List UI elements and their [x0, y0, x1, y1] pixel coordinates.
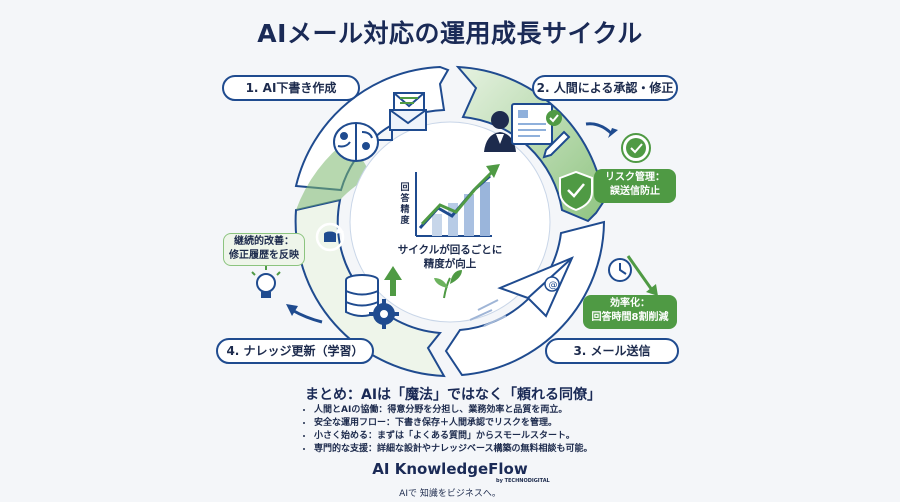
summary-item: 専門的な支援：詳細な設計やナレッジベース構築の無料相談も可能。 [314, 443, 593, 456]
down-arrow-icon [626, 255, 654, 291]
step-2-pill: 2. 人間による承認・修正 [532, 75, 678, 101]
brand-by: by TECHNODIGITAL [496, 478, 550, 484]
up-arrow-icon [384, 266, 402, 296]
summary-list: 人間とAIの協働：得意分野を分担し、業務効率と品質を両立。 安全な運用フロー：下… [298, 404, 593, 456]
step-4-pill: 4. ナレッジ更新（学習） [216, 338, 374, 364]
center-y-label: 回答精度 [400, 183, 410, 226]
check-circle-icon [621, 133, 651, 163]
brand-logo: AI KnowledgeFlow [372, 460, 528, 478]
growth-chart-icon [415, 164, 500, 237]
step-3-pill: 3. メール送信 [545, 338, 679, 364]
center-caption-line2: 精度が向上 [423, 258, 477, 270]
lightbulb-icon [251, 266, 281, 298]
improve-callout: 継続的改善： 修正履歴を反映 [223, 233, 305, 266]
clock-icon [608, 258, 632, 282]
summary-item: 小さく始める：まずは「よくある質問」からスモールスタート。 [314, 430, 593, 443]
shield-icon [559, 170, 593, 212]
sprout-icon [434, 270, 462, 299]
efficiency-callout-line2: 回答時間8割削減 [591, 312, 669, 323]
center-caption: サイクルが回るごとに 精度が向上 [380, 243, 520, 271]
risk-callout: リスク管理： 誤送信防止 [594, 169, 676, 203]
summary-heading: まとめ：AIは「魔法」ではなく「頼れる同僚」 [305, 387, 602, 403]
check-icon [546, 110, 562, 126]
person-icon [484, 111, 516, 152]
svg-text:@: @ [549, 281, 558, 291]
efficiency-callout: 効率化： 回答時間8割削減 [583, 295, 677, 329]
improve-callout-line2: 修正履歴を反映 [229, 250, 299, 261]
sync-icon [315, 222, 345, 252]
summary-item: 人間とAIの協働：得意分野を分担し、業務効率と品質を両立。 [314, 404, 593, 417]
envelope-icon [389, 92, 427, 131]
step-1-pill: 1. AI下書き作成 [222, 75, 360, 101]
database-icon [345, 274, 379, 317]
gear-icon [369, 299, 399, 329]
brand-tagline: AIで 知識をビジネスへ。 [399, 489, 501, 499]
brain-icon [333, 122, 398, 162]
paper-plane-icon: @ [469, 256, 574, 327]
risk-callout-line2: 誤送信防止 [610, 186, 660, 197]
document-icon [511, 103, 553, 145]
risk-callout-line1: リスク管理： [605, 172, 665, 183]
summary-item: 安全な運用フロー：下書き保存＋人間承認でリスクを管理。 [314, 417, 593, 430]
improve-callout-line1: 継続的改善： [234, 236, 294, 247]
pen-icon [542, 130, 571, 159]
page-title: AIメール対応の運用成長サイクル [257, 19, 643, 48]
return-arrow-icon [291, 308, 323, 324]
efficiency-callout-line1: 効率化： [610, 298, 650, 309]
center-caption-line1: サイクルが回るごとに [397, 244, 503, 256]
